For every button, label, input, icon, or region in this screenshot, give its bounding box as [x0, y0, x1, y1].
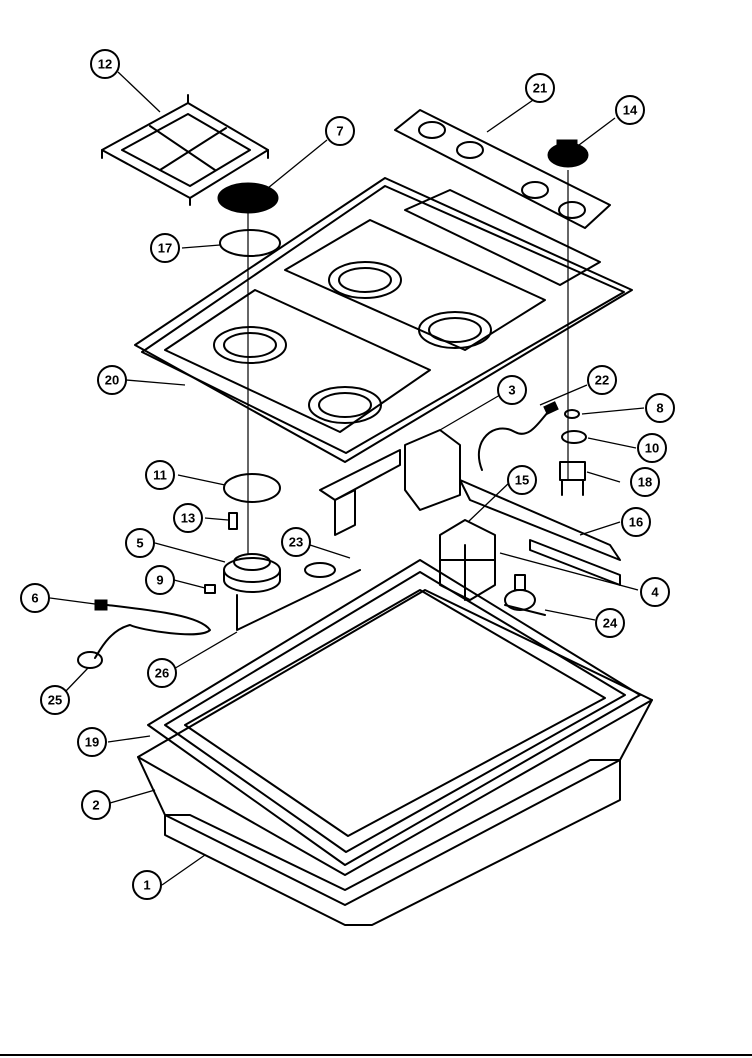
callout-12: 12 [90, 49, 120, 79]
burner-grate [101, 94, 269, 206]
svg-text:19: 19 [85, 735, 99, 750]
svg-text:17: 17 [158, 241, 172, 256]
callout-22: 22 [587, 365, 617, 395]
clip [204, 584, 216, 594]
callout-14: 14 [615, 95, 645, 125]
svg-text:9: 9 [156, 573, 163, 588]
svg-text:14: 14 [623, 103, 638, 118]
callout-6: 6 [20, 583, 50, 613]
svg-text:21: 21 [533, 81, 547, 96]
callout-17: 17 [150, 233, 180, 263]
svg-text:23: 23 [289, 535, 303, 550]
callout-7: 7 [325, 116, 355, 146]
callout-16: 16 [621, 507, 651, 537]
svg-text:18: 18 [638, 475, 652, 490]
svg-text:16: 16 [629, 515, 643, 530]
svg-text:15: 15 [515, 473, 529, 488]
callout-20: 20 [97, 365, 127, 395]
callout-11: 11 [145, 460, 175, 490]
gas-manifold [459, 479, 621, 586]
lower-ring [223, 473, 281, 503]
control-panel-overlay [394, 109, 611, 229]
svg-text:26: 26 [155, 666, 169, 681]
control-knob [547, 139, 589, 168]
callout-24: 24 [595, 608, 625, 638]
svg-text:2: 2 [92, 798, 99, 813]
callout-1: 1 [132, 870, 162, 900]
callout-9: 9 [145, 565, 175, 595]
svg-text:10: 10 [645, 441, 659, 456]
power-cord [77, 599, 211, 669]
washer [564, 409, 580, 419]
callout-4: 4 [640, 577, 670, 607]
svg-text:5: 5 [136, 536, 143, 551]
callout-23: 23 [281, 527, 311, 557]
svg-text:11: 11 [153, 468, 167, 483]
callout-13: 13 [173, 503, 203, 533]
ignition-wire [477, 409, 551, 471]
base-box [164, 759, 621, 926]
electrode [228, 512, 238, 530]
svg-text:1: 1 [143, 878, 150, 893]
callout-19: 19 [77, 727, 107, 757]
callout-3: 3 [497, 375, 527, 405]
svg-text:24: 24 [603, 616, 618, 631]
burner-box-frame [147, 559, 641, 866]
svg-text:12: 12 [98, 57, 112, 72]
callout-2: 2 [81, 790, 111, 820]
burner-ring [219, 229, 281, 257]
burner-base [223, 553, 281, 593]
svg-text:20: 20 [105, 373, 119, 388]
svg-text:6: 6 [31, 591, 38, 606]
svg-text:4: 4 [651, 585, 659, 600]
cooktop-main-top [134, 177, 633, 463]
igniter-switch [559, 461, 586, 496]
callout-8: 8 [645, 393, 675, 423]
lead-wire [236, 569, 361, 631]
svg-text:13: 13 [181, 511, 195, 526]
callout-21: 21 [525, 73, 555, 103]
callout-18: 18 [630, 467, 660, 497]
igniter-wire-loop [304, 562, 336, 578]
svg-text:3: 3 [508, 383, 515, 398]
callout-25: 25 [40, 685, 70, 715]
callout-15: 15 [507, 465, 537, 495]
callout-5: 5 [125, 528, 155, 558]
manifold-bracket [319, 429, 461, 536]
callout-10: 10 [637, 433, 667, 463]
lower-pan [137, 589, 653, 906]
svg-text:8: 8 [656, 401, 663, 416]
svg-text:25: 25 [48, 693, 62, 708]
knob-seal [561, 430, 587, 444]
callout-26: 26 [147, 658, 177, 688]
svg-text:7: 7 [336, 124, 343, 139]
gas-regulator [504, 574, 546, 616]
svg-text:22: 22 [595, 373, 609, 388]
